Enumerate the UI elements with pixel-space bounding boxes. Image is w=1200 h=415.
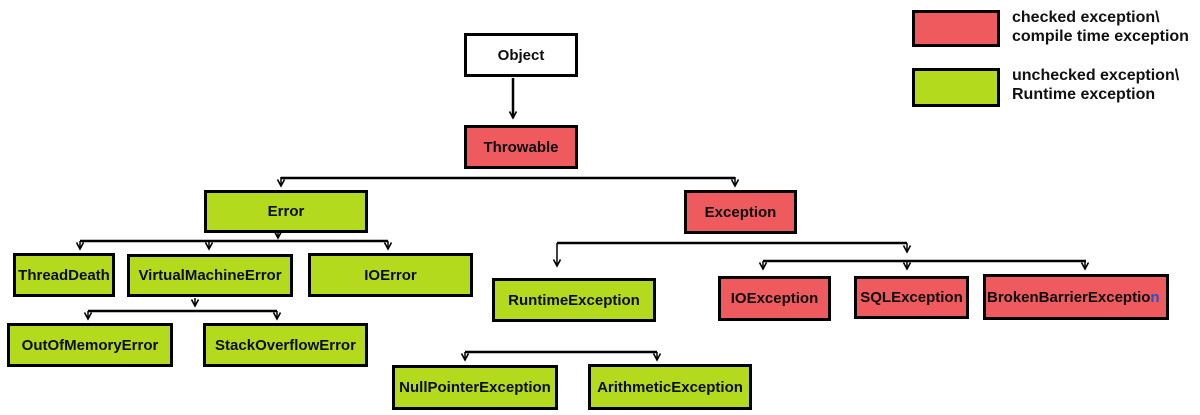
node-io-exception: IOException [718,276,831,321]
legend-unchecked-line2: Runtime exception [1012,86,1156,103]
node-thread-death: ThreadDeath [13,253,115,297]
node-virtual-machine-error-label: VirtualMachineError [138,267,282,284]
legend-checked-line1: checked exception\ [1012,9,1160,26]
node-null-pointer-exception-label: NullPointerException [399,379,551,396]
legend-checked-text: checked exception\ compile time exceptio… [1012,8,1189,46]
node-throwable-label: Throwable [483,138,559,156]
node-broken-barrier-exception-overflow-char: n [1150,288,1160,306]
node-throwable: Throwable [464,125,578,169]
node-error: Error [204,190,368,233]
node-out-of-memory-error: OutOfMemoryError [7,323,173,367]
node-out-of-memory-error-label: OutOfMemoryError [21,336,159,354]
node-stack-overflow-error-label: StackOverflowError [215,336,356,354]
node-object: Object [464,33,578,77]
node-thread-death-label: ThreadDeath [18,266,110,284]
node-stack-overflow-error: StackOverflowError [203,323,368,367]
node-broken-barrier-exception-label: BrokenBarrierExceptio [987,288,1151,306]
legend-checked-line2: compile time exception [1012,28,1189,45]
node-arithmetic-exception-label: ArithmeticException [597,378,743,396]
node-runtime-exception-label: RuntimeException [508,291,640,309]
node-io-exception-label: IOException [730,290,819,307]
edge-runtime-children [465,350,657,360]
node-runtime-exception: RuntimeException [492,278,656,322]
edge-checked-group-children [763,259,1086,269]
legend-unchecked-line1: unchecked exception\ [1012,67,1180,84]
node-sql-exception-label: SQLException [860,289,963,306]
legend-unchecked-text: unchecked exception\ Runtime exception [1012,66,1179,104]
node-sql-exception: SQLException [854,276,969,319]
legend-unchecked-swatch [912,68,1000,107]
node-exception: Exception [684,190,797,234]
node-io-error: IOError [308,253,473,297]
edge-throwable-children [281,176,735,186]
node-error-label: Error [267,203,305,220]
node-object-label: Object [497,46,545,64]
node-io-error-label: IOError [364,266,417,284]
node-arithmetic-exception: ArithmeticException [588,364,752,410]
node-null-pointer-exception: NullPointerException [392,365,558,410]
edge-exception-children [557,241,907,266]
edge-error-children [80,233,388,249]
legend-checked-swatch [912,10,1000,47]
node-exception-label: Exception [704,203,777,221]
edge-vme-children [88,298,277,319]
node-virtual-machine-error: VirtualMachineError [127,254,293,297]
